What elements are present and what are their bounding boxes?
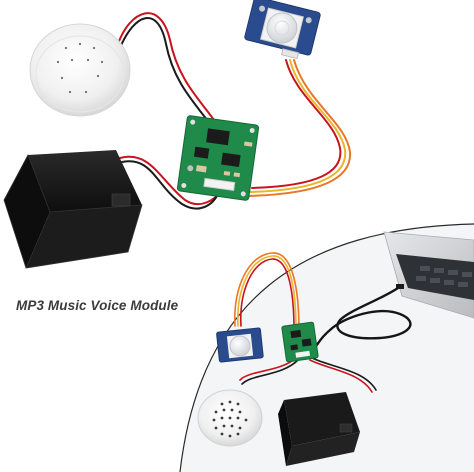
top-scene bbox=[3, 0, 352, 269]
mp3-module-board bbox=[176, 115, 260, 201]
battery-box bbox=[3, 150, 143, 269]
bottom-scene bbox=[179, 223, 474, 472]
top-wires bbox=[117, 12, 352, 210]
product-caption: MP3 Music Voice Module bbox=[16, 298, 179, 313]
mp3-module-board-small bbox=[281, 321, 319, 363]
pir-motion-sensor bbox=[244, 0, 321, 60]
round-speaker bbox=[29, 23, 131, 117]
laptop bbox=[383, 231, 474, 319]
pir-motion-sensor-small bbox=[216, 327, 264, 363]
round-speaker-small bbox=[197, 389, 263, 447]
battery-box-small bbox=[278, 392, 360, 466]
